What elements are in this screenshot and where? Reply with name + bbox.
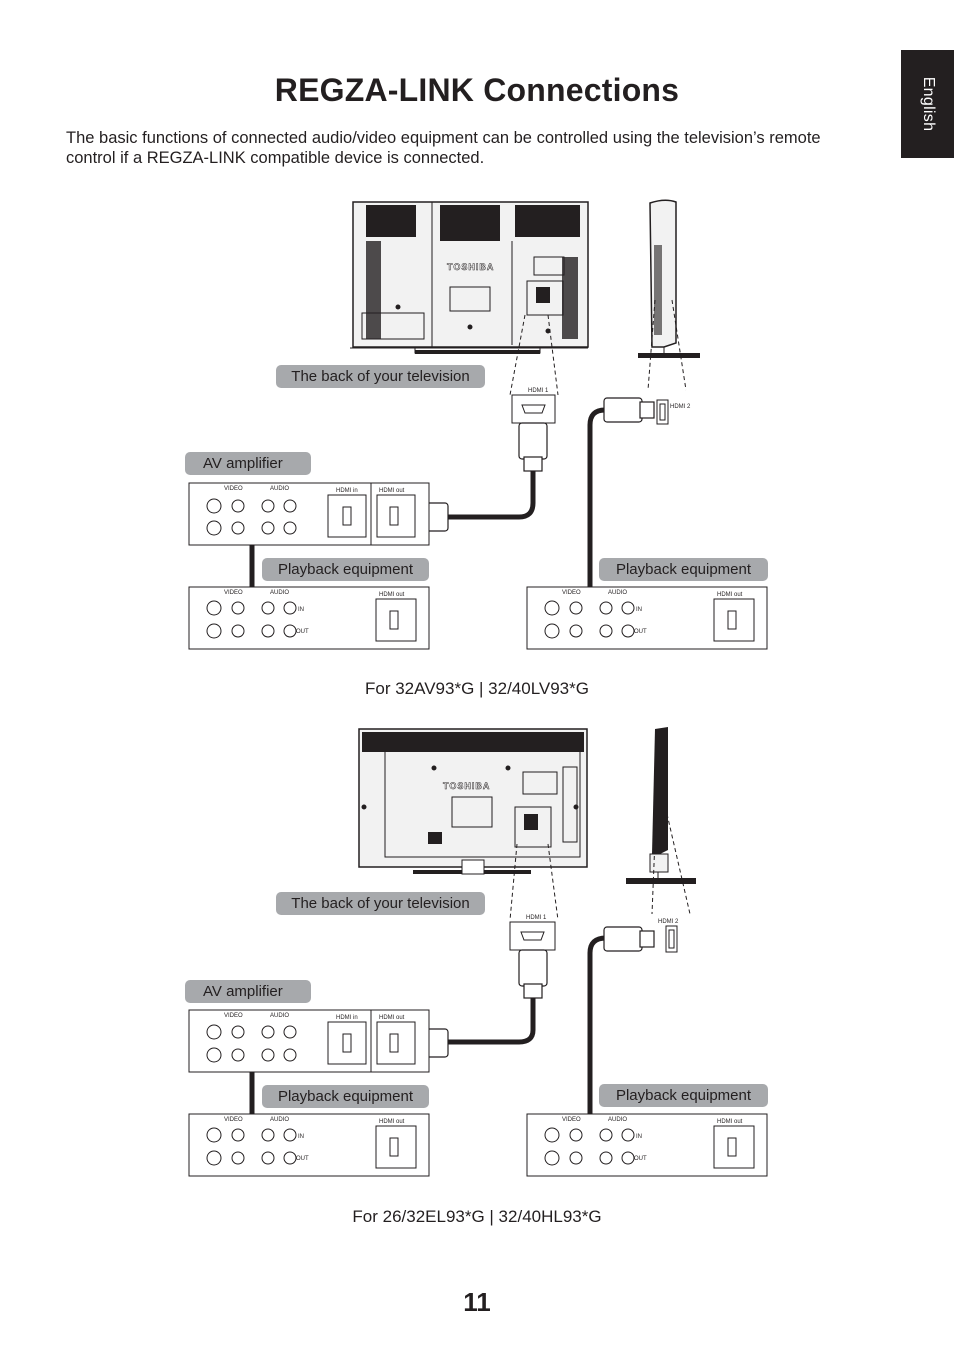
pl-in-label: IN bbox=[298, 1134, 304, 1140]
pl-video-label: VIDEO bbox=[224, 1117, 243, 1123]
playback-right-label: Playback equipment bbox=[599, 1084, 768, 1107]
pr-in-label: IN bbox=[636, 1134, 642, 1140]
playback-left-illustration bbox=[188, 1113, 430, 1177]
av-amplifier-illustration bbox=[188, 1009, 430, 1073]
av-amplifier-illustration bbox=[188, 482, 430, 546]
pl-out-label: OUT bbox=[296, 629, 309, 635]
tv-brand-logo: TOSHIBA bbox=[443, 781, 490, 791]
amp-hdmi-out-label: HDMI out bbox=[379, 1015, 405, 1021]
connection-diagram-1: TOSHIBA HDMI 1 HDMI 2 VIDEO AUDIO HDMI i… bbox=[0, 195, 954, 695]
tv-side-illustration bbox=[626, 727, 696, 884]
av-amplifier-label: AV amplifier bbox=[185, 452, 311, 475]
pl-hdmi-out-label: HDMI out bbox=[379, 1119, 405, 1125]
tv-rear-illustration bbox=[358, 728, 588, 875]
hdmi2-label: HDMI 2 bbox=[658, 919, 679, 925]
playback-right-illustration bbox=[526, 1113, 768, 1177]
diagram-2-caption: For 26/32EL93*G | 32/40HL93*G bbox=[352, 1207, 602, 1226]
pl-out-label: OUT bbox=[296, 1156, 309, 1162]
pr-hdmi-out-label: HDMI out bbox=[717, 1119, 743, 1125]
hdmi1-label: HDMI 1 bbox=[528, 388, 549, 394]
page-title: REGZA-LINK Connections bbox=[274, 72, 680, 108]
intro-paragraph: The basic functions of connected audio/v… bbox=[66, 129, 821, 167]
connection-diagram-2: TOSHIBA HDMI 1 HDMI 2 VIDEO AUDIO HDMI i… bbox=[0, 722, 954, 1222]
amp-hdmi-out-label: HDMI out bbox=[379, 488, 405, 494]
pr-hdmi-out-label: HDMI out bbox=[717, 592, 743, 598]
pr-audio-label: AUDIO bbox=[608, 590, 627, 596]
pl-audio-label: AUDIO bbox=[270, 590, 289, 596]
av-amplifier-label: AV amplifier bbox=[185, 980, 311, 1003]
hdmi1-label: HDMI 1 bbox=[526, 915, 547, 921]
tv-back-label: The back of your television bbox=[276, 365, 485, 388]
pr-out-label: OUT bbox=[634, 1156, 647, 1162]
playback-left-label: Playback equipment bbox=[262, 558, 429, 581]
amp-hdmi-in-label: HDMI in bbox=[336, 1015, 358, 1021]
amp-audio-label: AUDIO bbox=[270, 486, 289, 492]
diagram-1-caption: For 32AV93*G | 32/40LV93*G bbox=[365, 679, 589, 698]
tv-side-illustration bbox=[638, 199, 700, 358]
amp-video-label: VIDEO bbox=[224, 1013, 243, 1019]
pr-audio-label: AUDIO bbox=[608, 1117, 627, 1123]
amp-audio-label: AUDIO bbox=[270, 1013, 289, 1019]
hdmi2-label: HDMI 2 bbox=[670, 404, 691, 410]
pr-out-label: OUT bbox=[634, 629, 647, 635]
tv-rear-illustration bbox=[350, 201, 589, 354]
language-tab: English bbox=[901, 50, 954, 158]
pl-audio-label: AUDIO bbox=[270, 1117, 289, 1123]
pl-video-label: VIDEO bbox=[224, 590, 243, 596]
diagram-1-drawing: TOSHIBA HDMI 1 HDMI 2 VIDEO AUDIO HDMI i… bbox=[188, 199, 768, 650]
pr-video-label: VIDEO bbox=[562, 1117, 581, 1123]
page-number: 11 bbox=[463, 1287, 491, 1317]
pl-hdmi-out-label: HDMI out bbox=[379, 592, 405, 598]
amp-video-label: VIDEO bbox=[224, 486, 243, 492]
diagram-2-drawing: TOSHIBA HDMI 1 HDMI 2 VIDEO AUDIO HDMI i… bbox=[188, 727, 768, 1177]
tv-back-label: The back of your television bbox=[276, 892, 485, 915]
playback-left-illustration bbox=[188, 586, 430, 650]
playback-right-illustration bbox=[526, 586, 768, 650]
pr-in-label: IN bbox=[636, 607, 642, 613]
playback-right-label: Playback equipment bbox=[599, 558, 768, 581]
amp-hdmi-in-label: HDMI in bbox=[336, 488, 358, 494]
tv-brand-logo: TOSHIBA bbox=[447, 262, 494, 272]
pl-in-label: IN bbox=[298, 607, 304, 613]
pr-video-label: VIDEO bbox=[562, 590, 581, 596]
playback-left-label: Playback equipment bbox=[262, 1085, 429, 1108]
